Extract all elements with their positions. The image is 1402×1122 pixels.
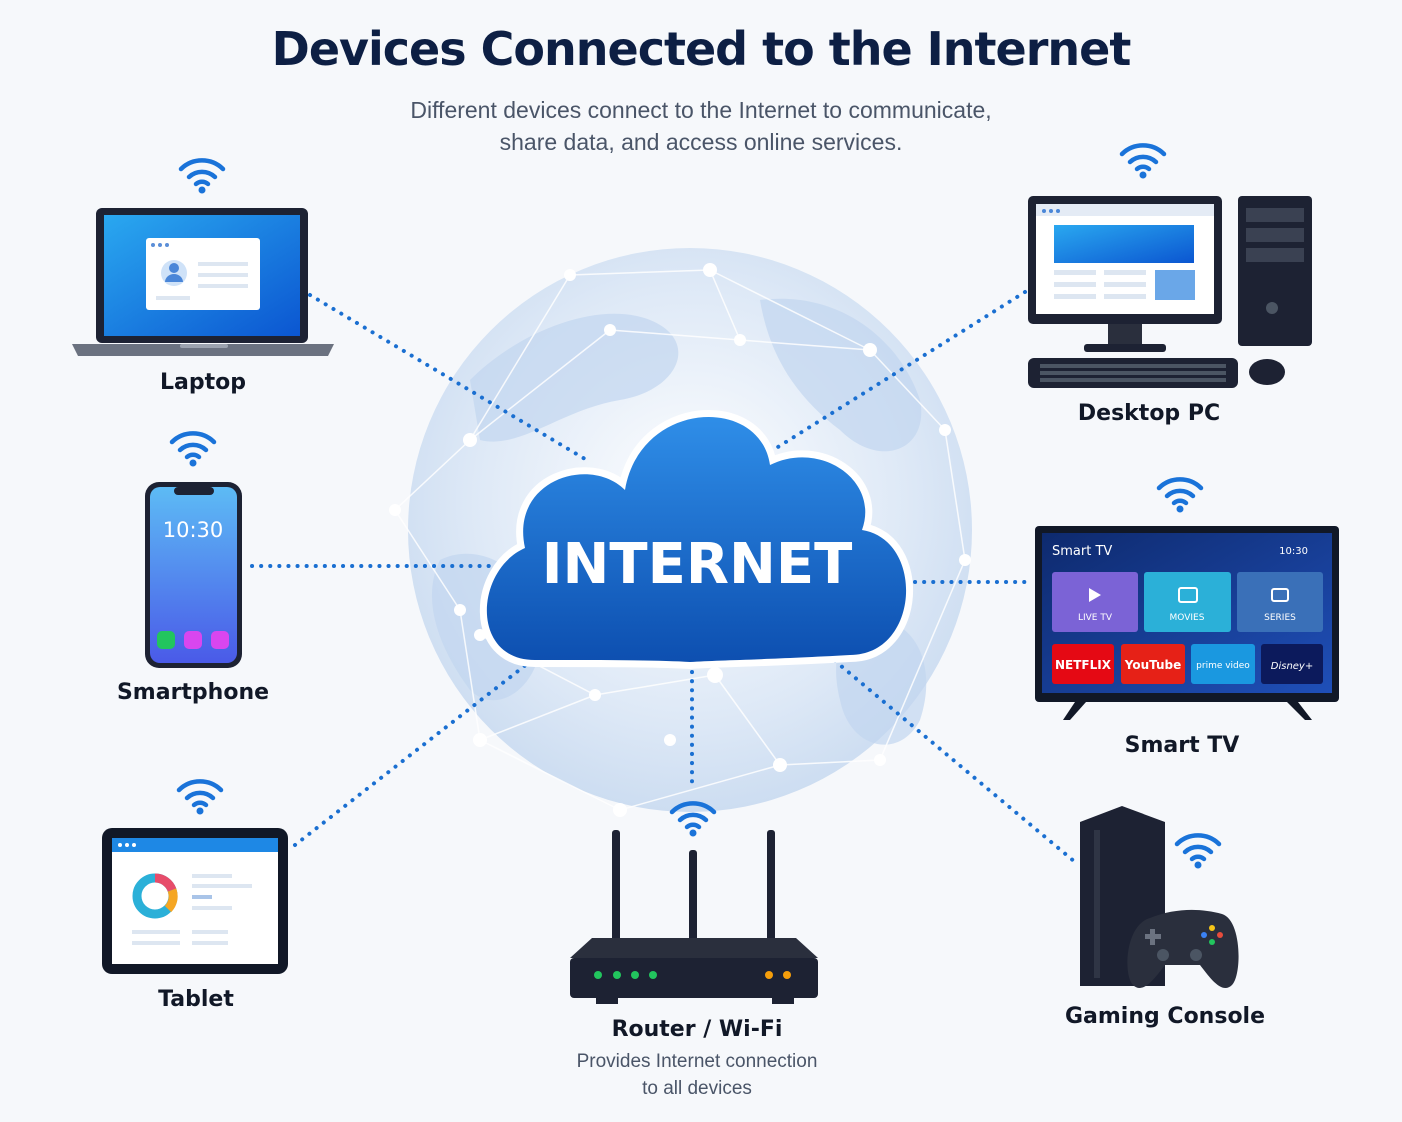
- tv-app-prime: [1191, 644, 1255, 684]
- desktop-device[interactable]: [1028, 145, 1312, 388]
- smartphone-label: Smartphone: [116, 680, 270, 705]
- wifi-icon: [1122, 145, 1164, 178]
- wifi-icon: [1177, 835, 1219, 868]
- page-title: Devices Connected to the Internet: [271, 22, 1132, 76]
- tv-tile-label-2: SERIES: [1264, 613, 1296, 623]
- laptop-device[interactable]: [72, 160, 334, 356]
- router-device[interactable]: [570, 803, 818, 1004]
- tv-app-youtube: [1121, 644, 1185, 684]
- phone-clock: 10:30: [163, 518, 224, 542]
- tv-app-disney: [1261, 644, 1323, 684]
- desktop-label: Desktop PC: [1077, 401, 1221, 426]
- connection-laptop: [308, 293, 592, 464]
- tablet-device[interactable]: [102, 781, 288, 974]
- wifi-icon: [181, 160, 223, 193]
- smartphone-device[interactable]: 10:30: [145, 433, 242, 668]
- router-caption: Provides Internet connection to all devi…: [577, 1048, 818, 1102]
- smart-tv-device[interactable]: Smart TV 10:30 LIVE TV MOVIES SERIES NET…: [1035, 479, 1339, 720]
- tv-tile-live: [1052, 572, 1138, 632]
- smart-tv-label: Smart TV: [1124, 733, 1240, 758]
- wifi-icon: [172, 433, 214, 466]
- tv-app-label-0: NETFLIX: [1055, 658, 1112, 672]
- tv-app-label-3: Disney+: [1271, 661, 1313, 672]
- laptop-label: Laptop: [160, 370, 246, 395]
- tv-screen-title: Smart TV: [1052, 544, 1112, 559]
- connection-tablet: [293, 648, 547, 847]
- router-caption-line-2: to all devices: [642, 1078, 752, 1099]
- tv-tile-label-0: LIVE TV: [1078, 613, 1113, 623]
- connection-console: [826, 653, 1077, 864]
- internet-cloud: [479, 410, 913, 670]
- subtitle-line-1: Different devices connect to the Interne…: [410, 97, 992, 123]
- tv-app-label-2: prime video: [1196, 661, 1250, 671]
- subtitle-line-2: share data, and access online services.: [499, 129, 903, 155]
- wifi-icon: [1159, 479, 1201, 512]
- console-label: Gaming Console: [1064, 1004, 1266, 1029]
- internet-label: INTERNET: [542, 532, 853, 597]
- tv-app-netflix: [1052, 644, 1114, 684]
- console-device[interactable]: [1080, 806, 1239, 989]
- page-subtitle: Different devices connect to the Interne…: [0, 94, 1402, 158]
- tablet-label: Tablet: [158, 987, 234, 1012]
- tv-tile-label-1: MOVIES: [1170, 613, 1205, 623]
- wifi-icon: [179, 781, 221, 814]
- tv-screen-time: 10:30: [1279, 546, 1308, 557]
- tv-app-label-1: YouTube: [1124, 658, 1182, 672]
- router-caption-line-1: Provides Internet connection: [576, 1051, 818, 1072]
- connection-lines: [250, 290, 1077, 864]
- router-label: Router / Wi-Fi: [611, 1017, 783, 1042]
